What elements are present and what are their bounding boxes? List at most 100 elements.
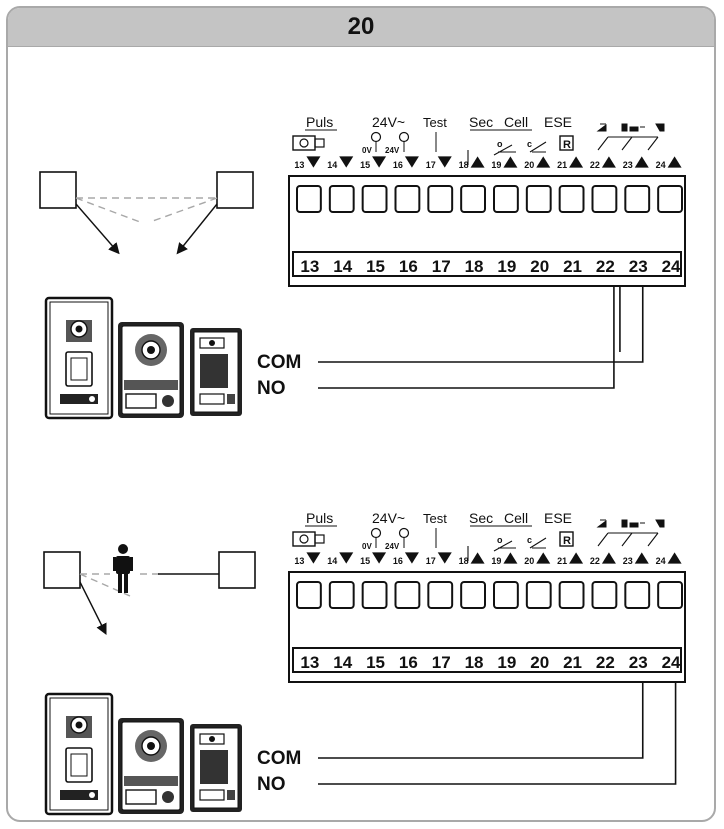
terminal-number-18: 18 [465,257,484,276]
person-icon [113,544,133,593]
terminal-number-23: 23 [629,653,648,672]
terminal-tag-22: 22 [590,556,600,566]
terminal-number-14: 14 [333,653,352,672]
terminal-tag-13: 13 [294,160,304,170]
call-button [60,790,98,800]
terminal-screw-16 [394,185,421,213]
terminal-screw-24 [657,185,684,213]
terminal-screw-20 [525,581,552,609]
terminal-arrow-15 [372,552,387,564]
terminal-arrow-15 [372,156,387,168]
label-com: COM [257,748,301,769]
label-ese: ESE [544,510,572,526]
terminal-arrow-14 [339,156,354,168]
speaker-grille [200,750,228,784]
door-stations [44,692,242,816]
ese-r-box [559,135,574,151]
terminal-screw-19 [493,581,519,609]
terminal-number-24: 24 [662,653,681,672]
door-station-2 [118,322,184,418]
contact-o-label: o [497,535,503,545]
terminal-number-strip [292,647,682,673]
name-tag [199,393,225,405]
terminal-number-strip [292,251,682,277]
terminal-arrow-18 [470,552,485,564]
contact-c-label: c [527,139,532,149]
photocell-left [39,171,77,209]
terminal-arrow-21 [569,156,584,168]
speaker-grille [200,354,228,388]
terminal-screw-18 [460,185,486,213]
lamp-0v-icon [370,131,382,143]
call-button [162,395,174,407]
terminal-screw-17 [427,185,454,213]
name-tag [65,747,93,783]
ese-r-label: R [563,139,571,151]
terminal-tag-13: 13 [294,556,304,566]
terminal-screw-21 [558,185,585,213]
terminal-tag-21: 21 [557,160,567,170]
terminal-screw-16 [394,581,421,609]
terminal-tag-21: 21 [557,556,567,566]
name-tag [199,789,225,801]
gate-open-icon [655,519,665,528]
photocell-left-arrow [75,203,120,255]
terminal-number-21: 21 [563,257,582,276]
label-0v: 0V [362,146,372,155]
terminal-tag-19: 19 [491,556,501,566]
label-24v: 24V~ [372,510,405,526]
relay-contacts [597,136,659,151]
terminal-number-17: 17 [432,653,451,672]
terminal-number-16: 16 [399,257,418,276]
terminal-tag-17: 17 [426,556,436,566]
wire-no [318,286,615,389]
terminal-arrow-19 [503,552,518,564]
terminal-arrow-21 [569,552,584,564]
name-tag [125,789,157,805]
gate-closed-icon [596,519,607,528]
terminal-arrow-20 [536,552,551,564]
terminal-arrow-16 [404,156,419,168]
lamp-24v-icon [398,131,410,143]
door-station-2 [118,718,184,814]
contact-no-symbol [467,540,516,561]
terminal-tag-14: 14 [327,160,337,170]
door-station-1 [44,692,114,816]
terminal-screw-23 [624,581,651,609]
photocell-pair [39,171,254,255]
terminal-screw-19 [493,185,519,213]
call-button [162,791,174,803]
terminal-number-14: 14 [333,257,352,276]
terminal-number-24: 24 [662,257,681,276]
terminal-tag-24: 24 [656,160,666,170]
terminal-screw-23 [624,185,651,213]
pushbutton-inner [299,138,309,148]
terminal-tag-24: 24 [656,556,666,566]
photocell-beam [75,197,218,223]
contact-nc-symbol [529,537,547,549]
photocell-right-arrow [176,203,218,255]
terminal-tag-16: 16 [393,160,403,170]
label-test: Test [423,115,447,130]
gate-closed-icon [596,123,607,132]
wire-com [318,682,644,759]
label-sec: Sec [469,510,493,526]
call-button [227,394,235,404]
label-puls: Puls [306,510,333,526]
terminal-tag-15: 15 [360,556,370,566]
call-button [60,394,98,404]
com-no-wiring: COM NO [257,682,677,795]
label-puls: Puls [306,114,333,130]
gate-moving-icon [621,123,645,132]
terminal-number-20: 20 [530,257,549,276]
photocell-beam [79,573,160,597]
terminal-number-19: 19 [497,257,516,276]
speaker-grille [124,776,178,786]
name-tag [125,393,157,409]
terminal-tag-22: 22 [590,160,600,170]
label-no: NO [257,774,286,795]
